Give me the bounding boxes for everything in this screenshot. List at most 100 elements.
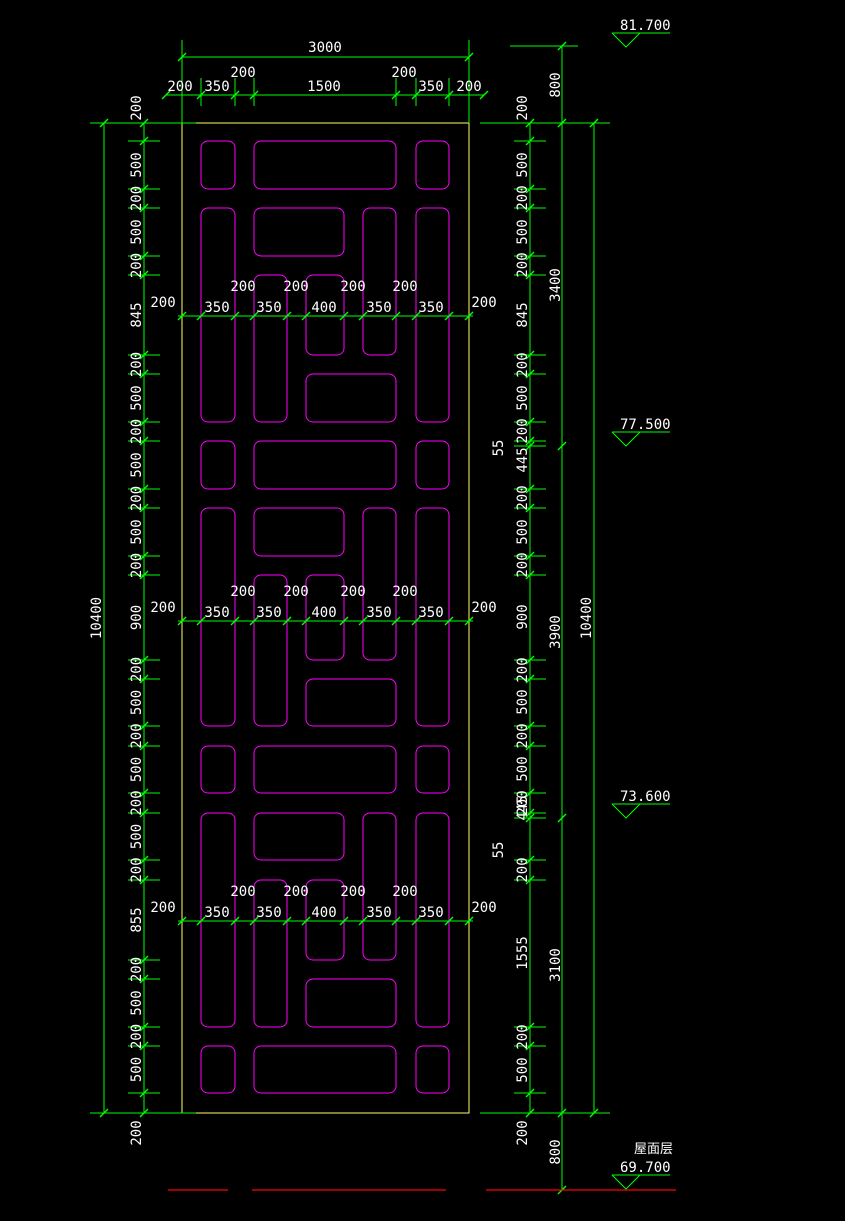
left-chain-label: 845 <box>129 302 145 327</box>
top-dim-4: 1500 <box>307 79 341 95</box>
left-chain-label: 855 <box>129 907 145 932</box>
overall-width-label: 3000 <box>308 40 342 56</box>
svg-text:200: 200 <box>392 279 417 295</box>
svg-text:200: 200 <box>150 295 175 311</box>
top-dim-7: 200 <box>456 79 481 95</box>
left-dimension-chain: 10400 200 500 200 500 200 845 200 500 200 500 200 5… <box>89 95 196 1146</box>
svg-text:200: 200 <box>230 584 255 600</box>
left-chain-label: 200 <box>129 352 145 377</box>
svg-text:3400: 3400 <box>548 268 564 302</box>
top-dim-6: 350 <box>418 79 443 95</box>
svg-text:200: 200 <box>340 584 365 600</box>
svg-text:350: 350 <box>204 905 229 921</box>
svg-text:350: 350 <box>256 905 281 921</box>
svg-text:350: 350 <box>366 905 391 921</box>
svg-text:350: 350 <box>256 300 281 316</box>
right-chain-label: 200 <box>515 185 531 210</box>
band-dimension-1: 200 350 200 350 200 400 200 350 200 350 … <box>150 279 497 321</box>
right-chain-label: 55 <box>491 440 507 457</box>
right-chain-label: 200 <box>515 1120 531 1145</box>
left-chain-label: 500 <box>129 385 145 410</box>
left-total-label: 10400 <box>89 597 105 639</box>
right-total-label: 10400 <box>579 597 595 639</box>
svg-text:400: 400 <box>311 300 336 316</box>
svg-text:200: 200 <box>230 884 255 900</box>
svg-text:200: 200 <box>283 884 308 900</box>
left-chain-label: 200 <box>129 1120 145 1145</box>
left-chain-label: 200 <box>129 790 145 815</box>
svg-text:350: 350 <box>418 905 443 921</box>
left-chain-label: 200 <box>129 657 145 682</box>
left-chain-label: 200 <box>129 957 145 982</box>
top-dim-1: 200 <box>167 79 192 95</box>
left-chain-label: 200 <box>129 553 145 578</box>
svg-text:200: 200 <box>392 584 417 600</box>
right-chain-label: 500 <box>515 385 531 410</box>
top-dim-2: 350 <box>204 79 229 95</box>
right-chain-label: 200 <box>515 723 531 748</box>
svg-text:350: 350 <box>256 605 281 621</box>
right-chain-label: 500 <box>515 152 531 177</box>
left-chain-label: 200 <box>129 723 145 748</box>
elevation-marker-4: 69.700 屋面层 <box>611 1142 673 1190</box>
svg-text:81.700: 81.700 <box>620 18 671 34</box>
left-chain-label: 500 <box>129 824 145 849</box>
top-dimensions: 3000 200 350 200 1500 200 350 200 <box>161 40 489 123</box>
right-chain-label: 500 <box>515 689 531 714</box>
svg-text:3900: 3900 <box>548 615 564 649</box>
right-chain-label: 500 <box>515 756 531 781</box>
panel-openings <box>200 140 450 1094</box>
left-chain-label: 200 <box>129 186 145 211</box>
left-chain-label: 900 <box>129 605 145 630</box>
svg-text:350: 350 <box>418 300 443 316</box>
svg-text:73.600: 73.600 <box>620 789 671 805</box>
elevation-marker-1: 81.700 <box>611 18 671 48</box>
left-chain-label: 500 <box>129 219 145 244</box>
svg-text:350: 350 <box>204 605 229 621</box>
top-dim-3: 200 <box>230 65 255 81</box>
band-dimension-2: 200 350 200 350 200 400 200 350 200 350 … <box>150 584 497 626</box>
band-dimension-3: 200 350 200 350 200 400 200 350 200 350 … <box>150 884 497 926</box>
svg-text:350: 350 <box>366 605 391 621</box>
right-chain-label: 200 <box>515 252 531 277</box>
right-chain-label: 200 <box>515 790 531 815</box>
svg-text:69.700: 69.700 <box>620 1160 671 1176</box>
right-chain-label: 200 <box>515 1024 531 1049</box>
right-chain-label: 445 <box>515 447 531 472</box>
svg-text:200: 200 <box>340 279 365 295</box>
elevation-marker-3: 73.600 <box>611 789 671 819</box>
right-chain-label: 845 <box>515 302 531 327</box>
left-chain-label: 500 <box>129 452 145 477</box>
svg-text:200: 200 <box>340 884 365 900</box>
svg-text:3100: 3100 <box>548 948 564 982</box>
left-chain-label: 200 <box>129 1024 145 1049</box>
right-dimension-chain: 200 500 200 500 200 845 200 500 200 445 55 200 500 20… <box>480 41 610 1195</box>
top-dim-5: 200 <box>391 65 416 81</box>
svg-text:200: 200 <box>150 600 175 616</box>
left-chain-label: 200 <box>129 419 145 444</box>
right-chain-label: 200 <box>515 352 531 377</box>
right-chain-label: 55 <box>491 842 507 859</box>
svg-text:800: 800 <box>548 1139 564 1164</box>
right-chain-label: 200 <box>515 657 531 682</box>
svg-text:350: 350 <box>204 300 229 316</box>
svg-text:200: 200 <box>471 600 496 616</box>
svg-text:200: 200 <box>150 900 175 916</box>
right-chain-label: 900 <box>515 604 531 629</box>
svg-text:400: 400 <box>311 605 336 621</box>
panel-frame <box>181 122 470 1114</box>
svg-text:350: 350 <box>366 300 391 316</box>
right-chain-label: 200 <box>515 485 531 510</box>
left-chain-label: 200 <box>129 486 145 511</box>
left-chain-label: 200 <box>129 253 145 278</box>
svg-text:350: 350 <box>418 605 443 621</box>
svg-text:77.500: 77.500 <box>620 417 671 433</box>
right-chain-label: 200 <box>515 418 531 443</box>
left-chain-label: 500 <box>129 757 145 782</box>
right-chain-label: 500 <box>515 519 531 544</box>
left-chain-label: 500 <box>129 1057 145 1082</box>
svg-text:200: 200 <box>471 900 496 916</box>
svg-text:800: 800 <box>548 72 564 97</box>
svg-text:400: 400 <box>311 905 336 921</box>
